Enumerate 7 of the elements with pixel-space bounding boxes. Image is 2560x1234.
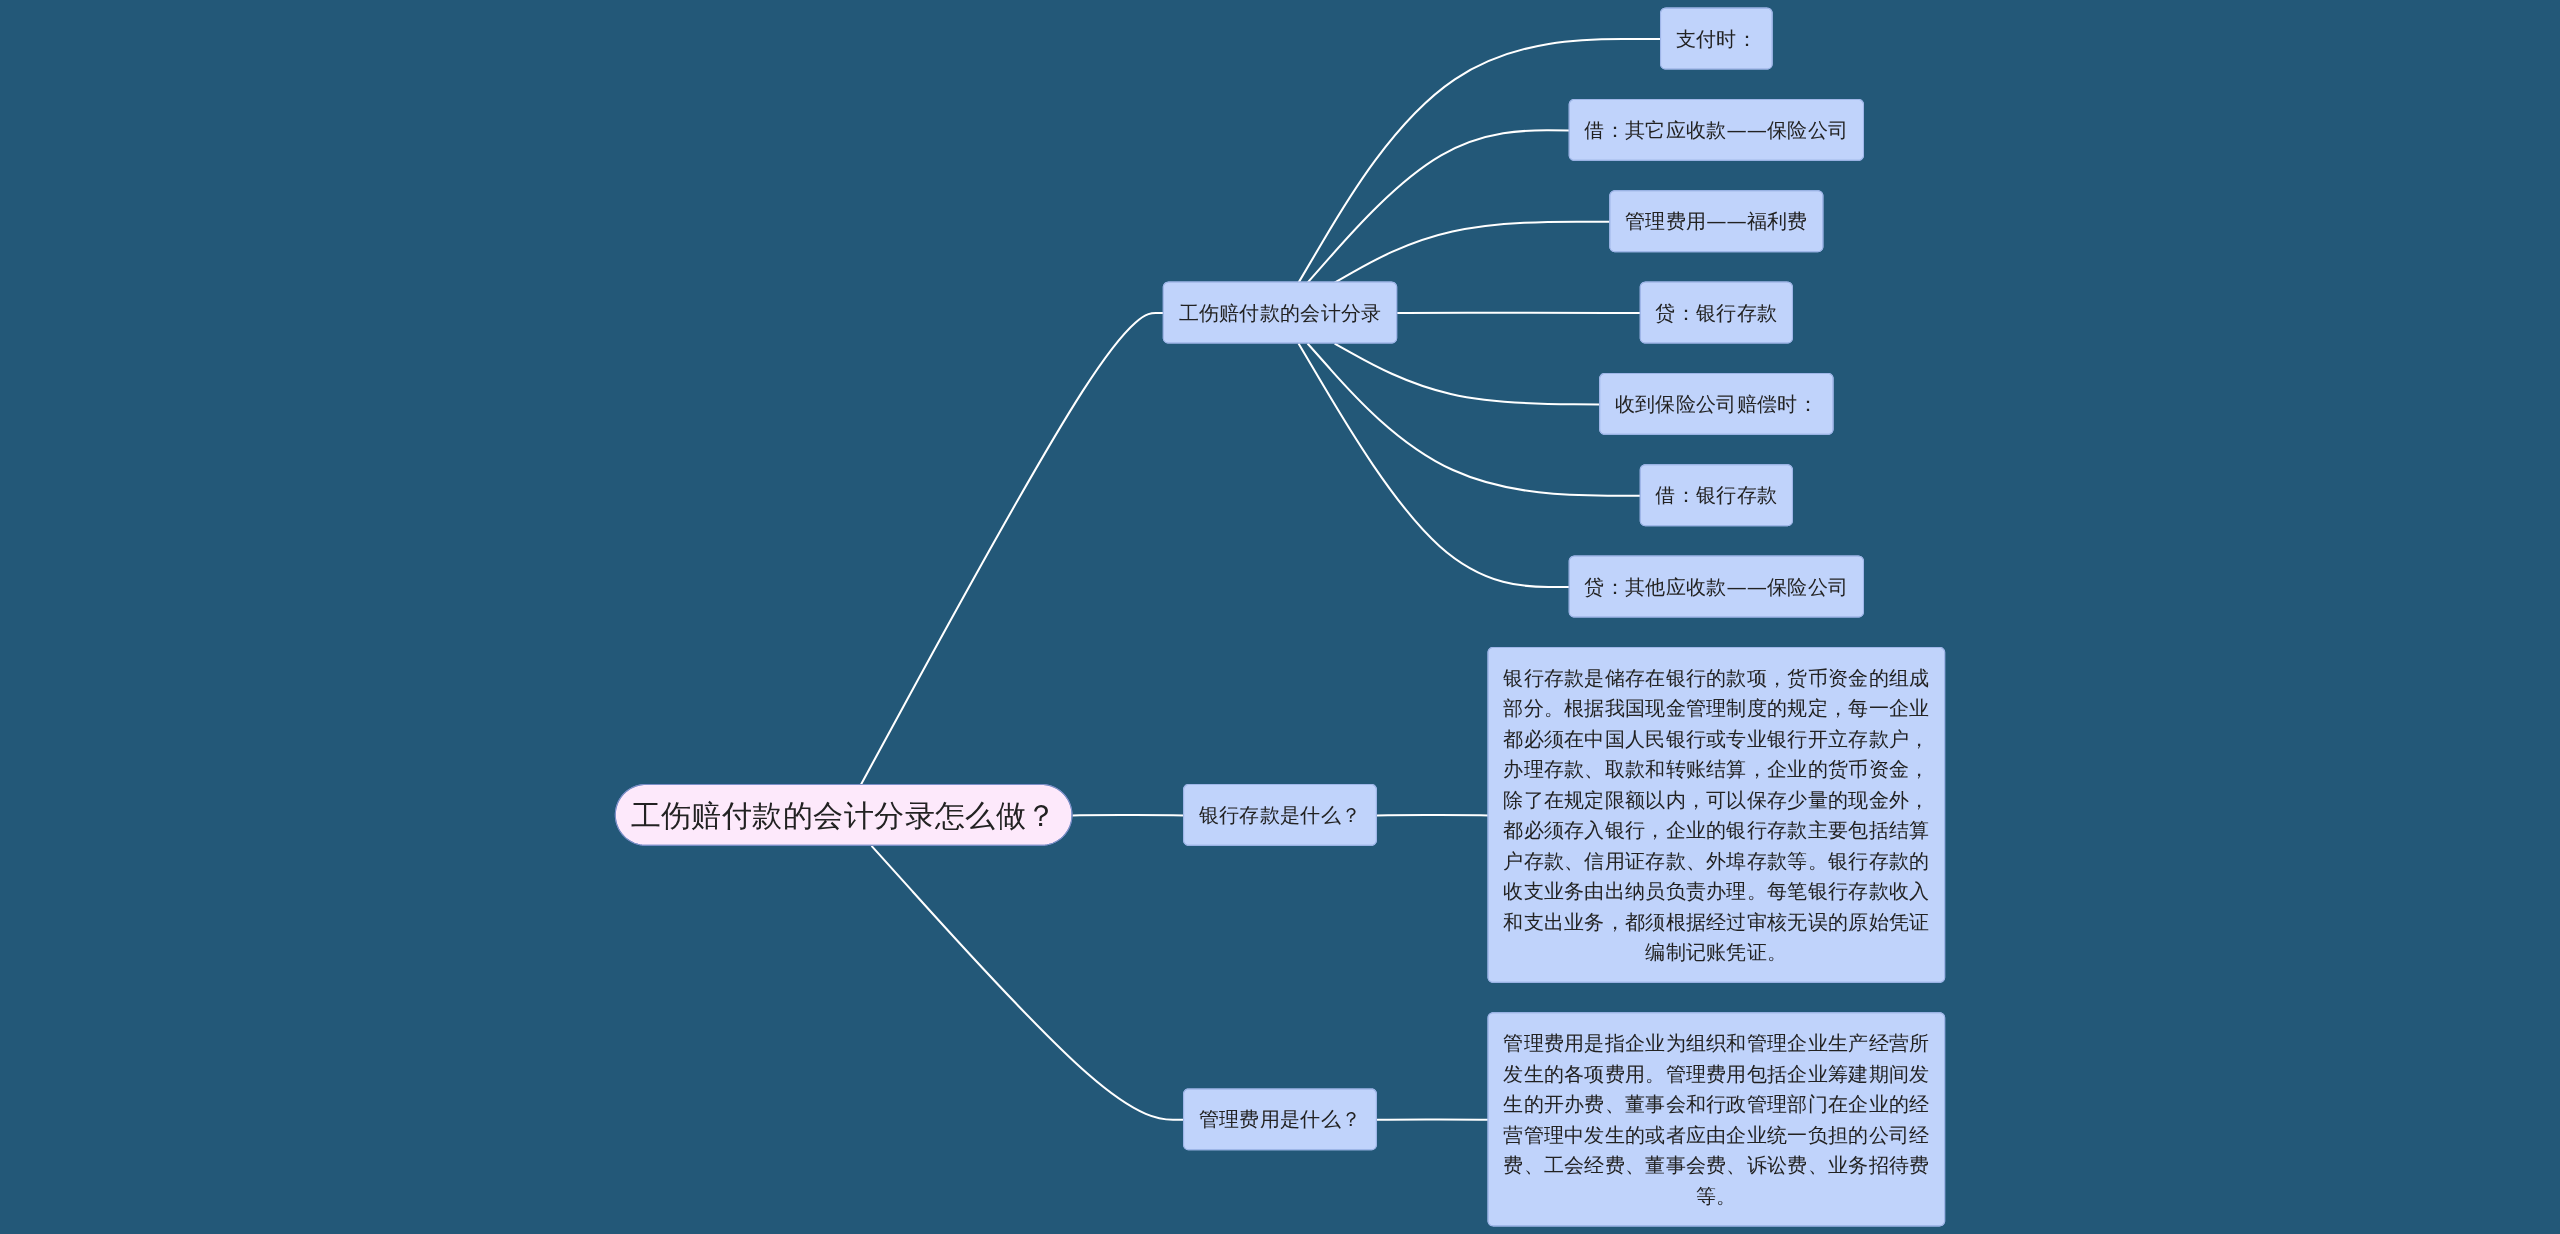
connector bbox=[1306, 129, 1570, 284]
connector bbox=[1306, 342, 1641, 497]
connector bbox=[1397, 311, 1641, 315]
connector bbox=[1297, 343, 1570, 589]
connector bbox=[859, 311, 1164, 786]
connector bbox=[1376, 814, 1489, 817]
connector bbox=[1376, 1118, 1489, 1121]
